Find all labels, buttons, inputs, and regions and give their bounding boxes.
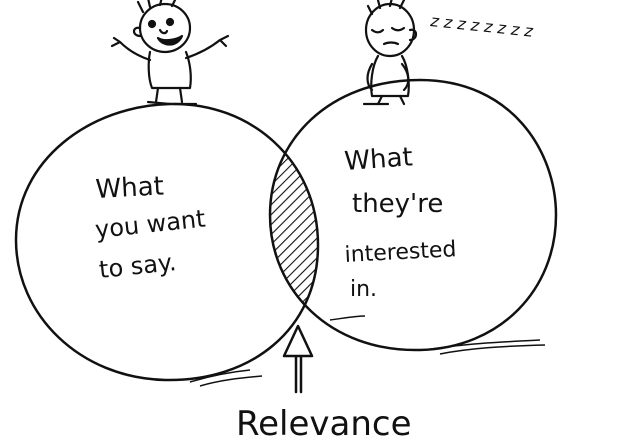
relevance-arrow <box>282 324 314 394</box>
right-text-line-3: interested <box>344 237 457 268</box>
right-circle-text: What they're interested in. <box>343 142 457 302</box>
sleep-zzz-text: z z z z z z z z <box>429 11 535 41</box>
left-circle-text: What you want to say. <box>94 171 207 284</box>
left-text-line-1: What <box>95 171 165 205</box>
relevance-label: Relevance <box>236 404 412 444</box>
excited-person-illustration <box>110 0 230 106</box>
right-text-line-1: What <box>343 142 413 177</box>
right-text-line-4: in. <box>350 277 377 302</box>
left-text-line-3: to say. <box>98 248 178 284</box>
left-circle <box>14 102 320 382</box>
sleeping-person-illustration <box>362 0 418 106</box>
ground-scribbles <box>189 315 546 387</box>
left-text-line-2: you want <box>94 205 207 244</box>
right-text-line-2: they're <box>352 189 443 219</box>
right-circle <box>268 78 558 352</box>
